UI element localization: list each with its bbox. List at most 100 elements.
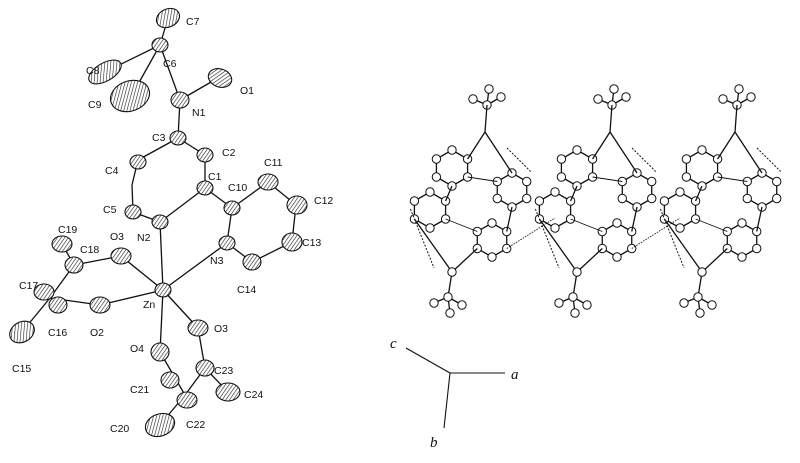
unit2-bottom-tbu-atom: [570, 308, 580, 318]
label-c3: C3: [152, 132, 166, 144]
unit2-ring-a-atom: [572, 145, 582, 155]
unit-cross: [592, 176, 623, 182]
unit3-ring-d-atom: [752, 243, 762, 254]
unit-link: [663, 218, 703, 273]
hbond-dashed: [659, 208, 685, 269]
atom-o2: [89, 296, 111, 314]
atom-c17: [33, 283, 55, 301]
label-c5: C5: [103, 204, 117, 216]
label-c19: C19: [58, 224, 77, 236]
unit1-bottom-tbu-atom: [457, 300, 467, 310]
unit1-top-tbu-atom: [468, 94, 478, 104]
unit3-ring-d-atom: [737, 218, 747, 228]
unit3-ring-c-atom: [772, 193, 782, 204]
unit2-ring-b-atom: [550, 187, 560, 197]
unit1-ring-a-atom: [431, 172, 442, 182]
axis-triad: c a b: [390, 336, 519, 451]
unit-link: [631, 206, 638, 232]
unit1-ring-c-bonds: [496, 172, 528, 208]
unit2-ring-a-atom: [556, 172, 567, 182]
unit-link: [701, 248, 728, 273]
molecule-atoms: [9, 7, 308, 438]
label-c14: C14: [237, 284, 256, 296]
unit1-bottom-tbu-center: [443, 292, 453, 302]
unit-link: [413, 218, 453, 273]
atom-c21: [160, 371, 180, 389]
label-o1: O1: [240, 85, 254, 97]
chain-link: [506, 217, 556, 249]
unit-link: [451, 248, 478, 273]
atom-c23: [195, 359, 215, 377]
unit-cross: [467, 176, 498, 182]
label-c13: C13: [302, 237, 321, 249]
unit-top-link: [484, 104, 488, 133]
atom-zn: [154, 282, 172, 298]
unit-link: [484, 131, 513, 174]
unit3-top-tbu-atom: [746, 92, 756, 102]
unit1-ring-d-atom: [487, 252, 497, 262]
hbond-dashed: [534, 208, 560, 269]
unit2-bottom-tbu-center: [568, 292, 578, 302]
unit3-ring-d-bonds: [726, 222, 758, 258]
unit-link: [734, 131, 763, 174]
label-c15: C15: [12, 363, 31, 375]
hbond-dashed: [409, 208, 435, 269]
unit2-ring-c-atom: [617, 193, 627, 204]
unit-link: [444, 185, 453, 202]
unit3-ring-b-atom: [675, 187, 685, 197]
label-o4: O4: [130, 343, 144, 355]
unit1-bottom-tbu-atom: [429, 298, 439, 308]
unit2-ring-c-atom: [647, 176, 657, 187]
unit-bottom-atom: [447, 267, 457, 277]
label-c11: C11: [264, 157, 283, 169]
packing-diagram: [409, 84, 782, 318]
unit2-top-tbu-atom: [593, 94, 603, 104]
atom-c13: [281, 232, 303, 252]
label-n2: N2: [137, 232, 151, 244]
atom-c16: [48, 296, 68, 314]
axis-c-label: c: [390, 336, 397, 352]
label-c23: C23: [214, 365, 233, 377]
atom-c4: [129, 154, 147, 170]
label-c9: C9: [88, 99, 102, 111]
label-c18: C18: [80, 244, 99, 256]
atom-c3: [169, 130, 187, 146]
chain-link: [631, 217, 681, 249]
hbond-dashed: [631, 147, 657, 172]
unit-cross: [695, 218, 728, 232]
unit2-ring-d-atom: [612, 218, 622, 228]
label-c22: C22: [186, 419, 205, 431]
unit2-ring-c-bonds: [621, 172, 653, 208]
unit-link: [609, 131, 638, 174]
atom-o4: [150, 342, 170, 362]
unit3-ring-b-atom: [675, 223, 685, 233]
unit1-ring-a-bonds: [435, 149, 469, 187]
atom-n3: [218, 235, 236, 251]
unit-cross: [570, 218, 603, 232]
unit2-ring-b-atom: [534, 196, 545, 206]
unit-link: [538, 218, 578, 273]
hbond-dashed: [506, 147, 532, 172]
unit2-ring-d-bonds: [601, 222, 633, 258]
unit-link: [694, 185, 703, 202]
atom-c1: [196, 180, 214, 196]
unit2-ring-c-atom: [647, 193, 657, 204]
unit3-bottom-tbu-center: [693, 292, 703, 302]
atom-c2: [196, 147, 214, 163]
unit2-ring-b-bonds: [538, 191, 572, 229]
label-c4: C4: [105, 165, 119, 177]
ortep-molecule: C7 C8 C6 O1 C9 N1 C3 C2 C4 C11 C1 C10 C1…: [9, 7, 333, 438]
unit3-top-tbu-atom: [734, 84, 744, 94]
unit2-ring-a-atom: [556, 154, 567, 164]
unit1-ring-d-atom: [487, 218, 497, 228]
unit2-ring-a-bonds: [560, 149, 594, 187]
unit2-ring-d-atom: [612, 252, 622, 262]
unit2-bottom-tbu-atom: [582, 300, 592, 310]
label-c17: C17: [19, 280, 38, 292]
label-n3: N3: [210, 255, 224, 267]
atom-c15: [9, 320, 35, 344]
unit1-ring-b-atom: [440, 214, 451, 224]
packing-unit-1: [409, 84, 556, 318]
unit2-top-tbu-atom: [621, 92, 631, 102]
